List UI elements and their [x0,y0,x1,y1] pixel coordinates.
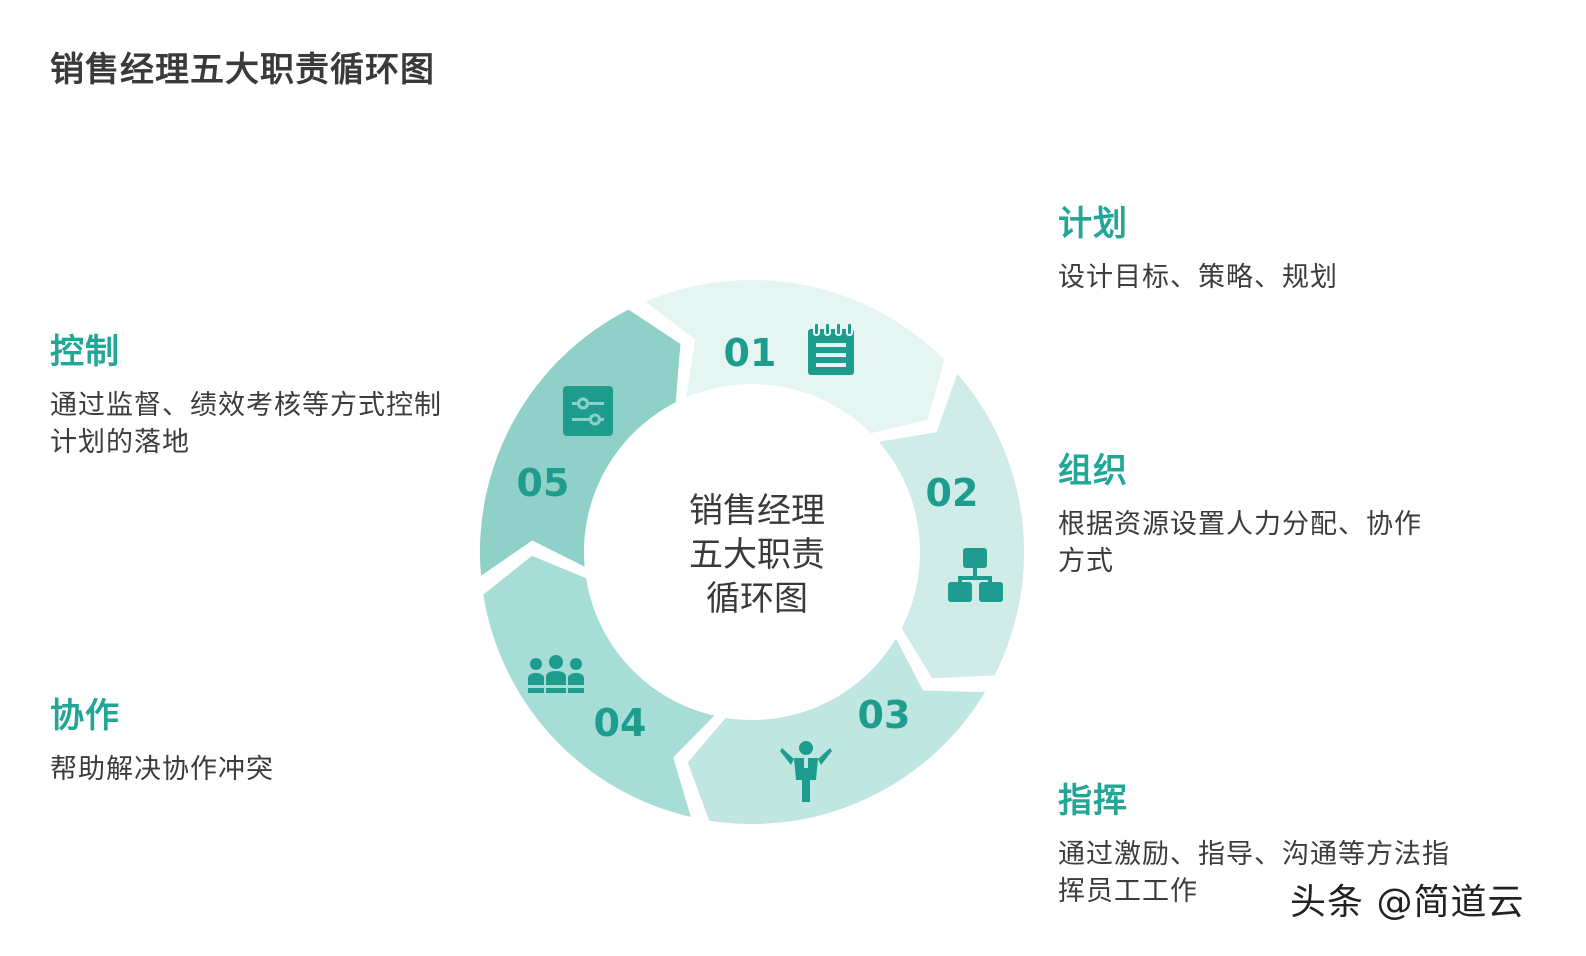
step-control-title: 控制 [50,332,120,372]
step-coordinate-desc: 帮助解决协作冲突 [50,751,490,788]
step-number-03: 03 [858,693,911,737]
step-direct: 指挥 通过激励、指导、沟通等方法指 挥员工工作 [1058,773,1528,910]
cycle-number-labels: 01 02 03 04 05 [517,331,979,745]
cycle-segment-04 [483,555,715,817]
step-plan: 计划 设计目标、策略、规划 [1058,196,1518,296]
notepad-icon [808,322,854,375]
presenter-icon [780,741,832,802]
cycle-segment-01 [645,279,945,434]
step-plan-title: 计划 [1058,204,1128,244]
step-direct-title: 指挥 [1058,781,1128,821]
desc-line: 根据资源设置人力分配、协作 [1058,509,1422,540]
step-organize-desc: 根据资源设置人力分配、协作 方式 [1058,506,1518,580]
desc-line: 通过监督、绩效考核等方式控制 [50,390,442,421]
cycle-segment-03 [687,638,986,825]
desc-line: 帮助解决协作冲突 [50,754,274,785]
step-plan-desc: 设计目标、策略、规划 [1058,259,1518,296]
sliders-icon [563,386,613,436]
page-title: 销售经理五大职责循环图 [50,50,435,90]
desc-line: 方式 [1058,546,1114,577]
step-number-04: 04 [594,701,647,745]
org-chart-icon [948,548,1003,602]
step-control: 控制 通过监督、绩效考核等方式控制 计划的落地 [50,324,490,461]
center-line-3: 循环图 [706,579,808,619]
desc-line: 设计目标、策略、规划 [1058,262,1338,293]
step-direct-desc: 通过激励、指导、沟通等方法指 挥员工工作 [1058,836,1528,910]
cycle-segment-05 [479,309,681,576]
center-line-1: 销售经理 [689,491,825,531]
desc-line: 通过激励、指导、沟通等方法指 [1058,839,1450,870]
step-number-05: 05 [517,461,570,505]
cycle-segments [479,279,1025,825]
step-organize: 组织 根据资源设置人力分配、协作 方式 [1058,443,1518,580]
cycle-segment-02 [878,373,1025,679]
step-control-desc: 通过监督、绩效考核等方式控制 计划的落地 [50,387,490,461]
desc-line: 计划的落地 [50,427,190,458]
step-coordinate-title: 协作 [50,696,120,736]
step-number-02: 02 [926,471,979,515]
desc-line: 挥员工工作 [1058,876,1198,907]
team-icon [528,655,584,693]
watermark: 头条 @简道云 [1290,882,1525,923]
step-organize-title: 组织 [1058,451,1128,491]
step-number-01: 01 [724,331,777,375]
step-coordinate: 协作 帮助解决协作冲突 [50,688,490,788]
center-line-2: 五大职责 [689,535,825,575]
